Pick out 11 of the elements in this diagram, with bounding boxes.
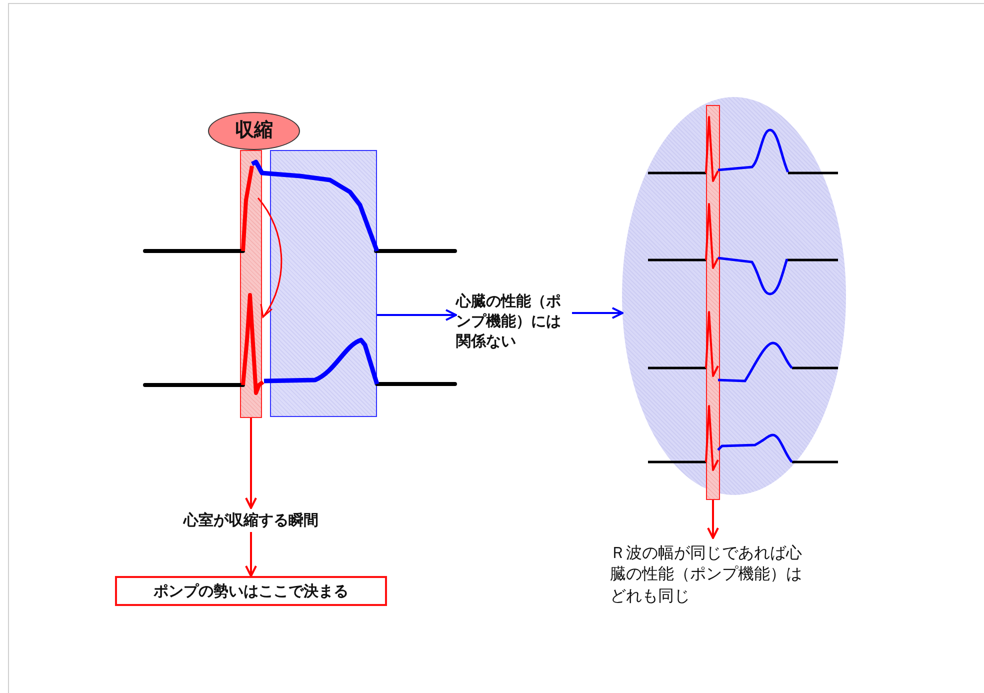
note-text: Ｒ波の幅が同じであれば心臓の性能（ポンプ機能）はどれも同じ: [610, 542, 803, 606]
arrow: [707, 500, 719, 539]
arrow: [245, 418, 257, 509]
note-text: 心室が収縮する瞬間: [184, 510, 318, 530]
label-ellipse: 収縮: [208, 112, 300, 150]
arrow: [245, 532, 257, 577]
arrow: [377, 309, 457, 321]
arrow: [572, 307, 624, 319]
note-text: 心臓の性能（ポンプ機能）には関係ない: [456, 290, 562, 352]
text-box: ポンプの勢いはここで決まる: [115, 576, 387, 606]
highlight-rect: [270, 150, 377, 417]
